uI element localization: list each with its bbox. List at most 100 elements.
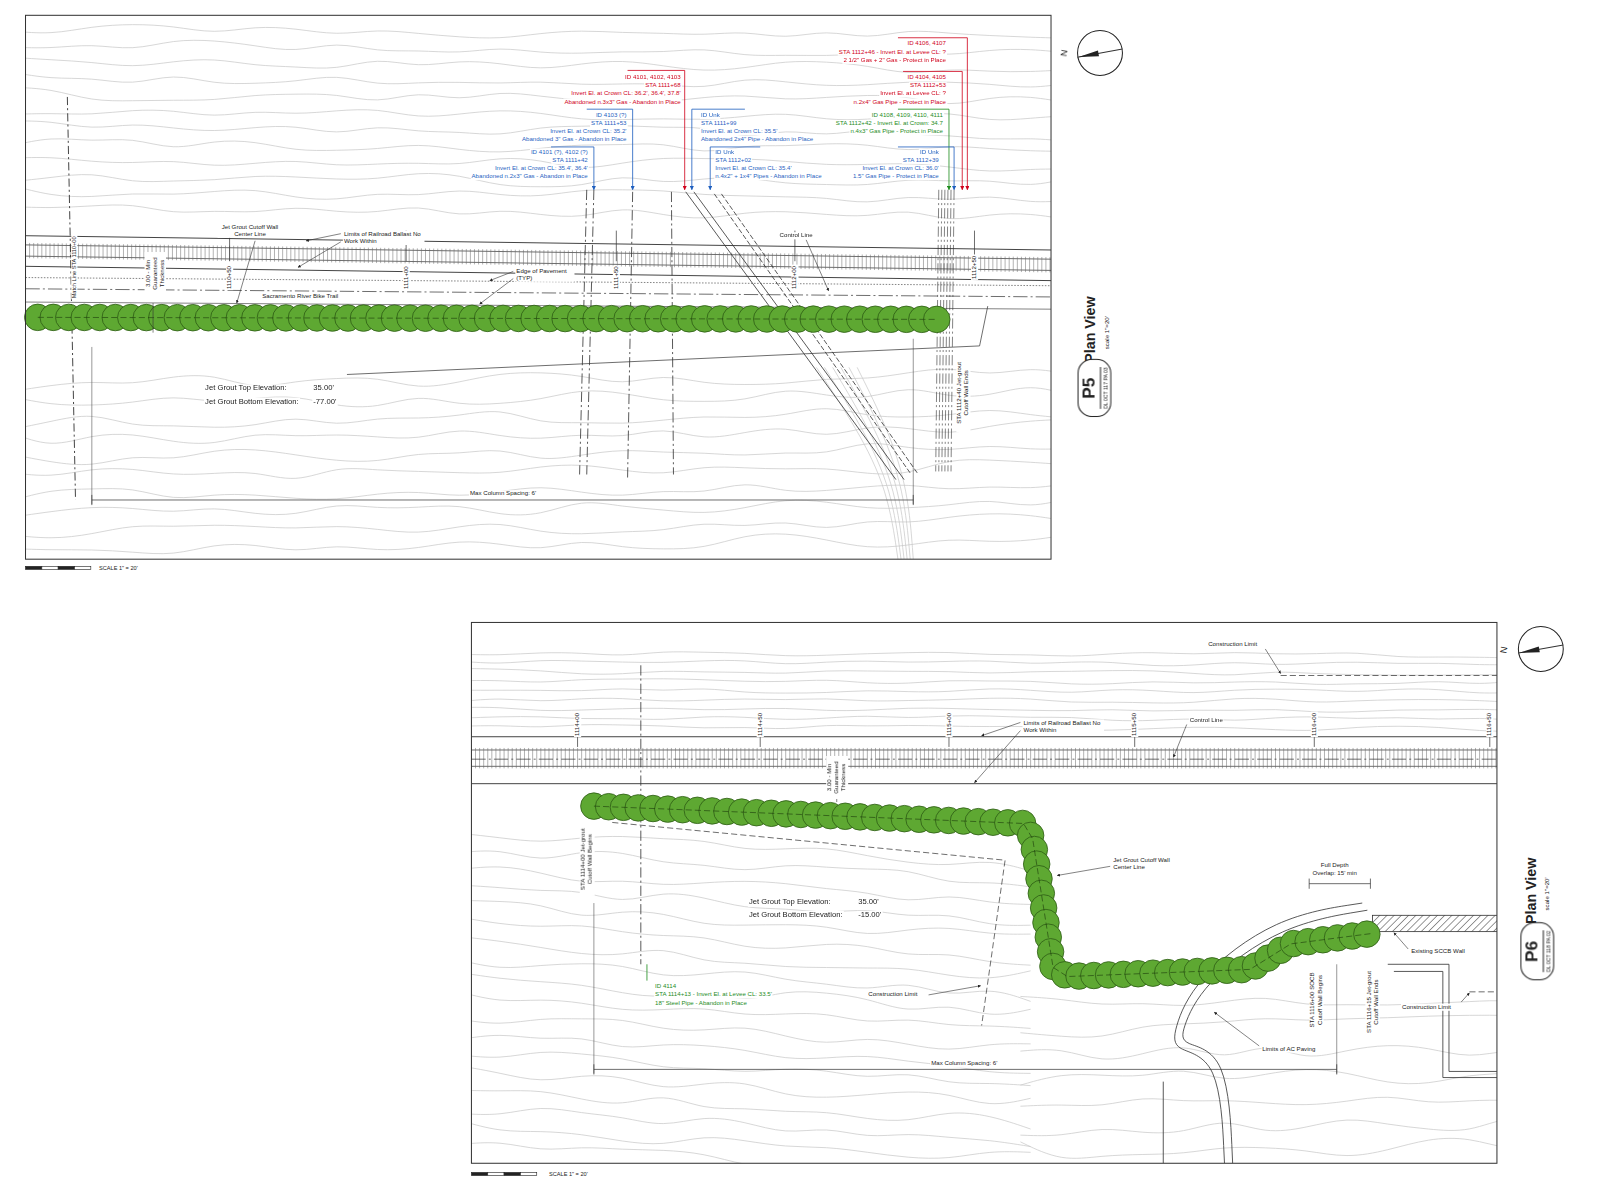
contour-line [1020, 1015, 1497, 1037]
pipe-line [671, 192, 673, 475]
dimension-tick [913, 495, 914, 505]
utility-callout: Abandoned n.2x3" Gas - Abandon in Place [471, 173, 589, 180]
utility-callout: n.4x3" Gas Pipe - Protect in Place [849, 128, 943, 135]
contour-line [26, 419, 1052, 443]
north-arrow-line [1078, 49, 1123, 57]
plan-note: Jet Grout Bottom Elevation: [204, 398, 300, 407]
sheet-frame [471, 622, 1497, 1163]
utility-callout: Invert El. at Levee CL: ? [879, 90, 947, 97]
plan-note: 1114+50 [757, 712, 764, 737]
plan-note: Existing SCCB Wall [1410, 948, 1466, 955]
dimension-line [1309, 883, 1370, 884]
contour-line [471, 1066, 1030, 1104]
utility-callout: ID 4101, 4102, 4103 [624, 74, 682, 81]
sheet-reference: DL 0CT 117 PA 03 [1099, 367, 1107, 409]
pipe-line [714, 194, 911, 475]
plan-note: Limits of Railroad Ballast No Work Withi… [1022, 719, 1104, 733]
pipe-line [721, 194, 918, 475]
dimension-tick [1370, 879, 1371, 889]
utility-callout: ID 4114 [654, 983, 677, 990]
sheet-number: P5 [1080, 367, 1099, 409]
contour-line [471, 833, 1030, 871]
plan-note: Limits of Railroad Ballast No Work Withi… [343, 231, 425, 245]
plan-note: Control Line [779, 232, 814, 239]
pipe-line [694, 192, 904, 480]
contour-line [26, 158, 1052, 172]
utility-callout: ID 4103 (?) [595, 112, 628, 119]
utility-callout: STA 1111+99 [700, 120, 737, 127]
plan-note: Plan View [1082, 295, 1098, 363]
contour-line [471, 972, 1030, 1014]
plan-note: scale 1"=20' [1104, 315, 1111, 350]
north-arrow-head [1519, 646, 1539, 652]
plan-note: Plan View [1522, 857, 1538, 925]
plan-note: Construction Limit [867, 991, 918, 998]
plan-note: -15.00' [857, 911, 882, 920]
scale-bar [520, 1172, 536, 1175]
plan-note: Jet Grout Cutoff Wall Center Line [1112, 857, 1177, 871]
sheet-p6 [459, 622, 1563, 1180]
contour-line [471, 960, 1030, 1001]
extension-line [593, 903, 594, 1073]
contour-line [26, 57, 1052, 72]
north-arrow-head [1079, 51, 1099, 57]
contour-line [471, 1052, 1030, 1085]
plan-note: 1112+50 [971, 255, 978, 280]
extension-line [1336, 964, 1337, 1073]
contour-line [471, 885, 1030, 925]
contour-line [26, 409, 1052, 430]
utility-callout: ID 4104, 4105 [906, 74, 947, 81]
note-leader [806, 240, 828, 291]
plan-note: Jet Grout Bottom Elevation: [748, 911, 844, 920]
utility-callout: ID 4106, 4107 [906, 40, 947, 47]
plan-note: Match Line STA 1110+00 [71, 235, 77, 299]
utility-callout: Invert El. at Crown CL: 35.2' [549, 128, 627, 135]
utility-callout: STA 1112+02 [714, 157, 752, 164]
contour-line [471, 936, 1030, 978]
pipe-line [945, 190, 948, 472]
contour-line [471, 679, 1497, 685]
plan-note: N [1058, 48, 1070, 58]
ballast-limit [26, 236, 1052, 250]
utility-callout: STA 1112+46 - Invert El. at Levee CL: ? [838, 49, 947, 56]
railroad-ties [471, 748, 1495, 768]
contour-line [824, 367, 901, 559]
plan-note: Max Column Spacing: 6' [930, 1060, 998, 1067]
contour-line [26, 40, 1052, 55]
contour-line [471, 707, 1497, 712]
rail [471, 766, 1497, 767]
utility-callout: 2 1/2" Gas + 2" Gas - Protect in Place [842, 57, 947, 64]
pipe-line [628, 192, 633, 480]
wall-center-line [594, 806, 1371, 976]
dimension-line [594, 1069, 1337, 1070]
ac-paving-limit [1175, 903, 1363, 1163]
contour-line [471, 1143, 1030, 1164]
plan-note: 1116+50 [1486, 712, 1493, 737]
ac-paving-limit [1183, 910, 1367, 1163]
sheet-badge: P6DL 0CT 118 PA 02 [1520, 922, 1553, 980]
construction-limit [612, 822, 1005, 1025]
station-tick [616, 231, 617, 262]
ballast-limit [471, 783, 1497, 784]
utility-callout: ID Unk [919, 149, 940, 156]
plan-note: STA 1114+00 Jet-grout Cutoff Wall Begins [580, 822, 594, 895]
scale-bar [471, 1172, 487, 1175]
contour-line [26, 497, 1052, 517]
structure-outline [1394, 971, 1497, 1077]
sheet-reference: DL 0CT 118 PA 02 [1542, 930, 1550, 972]
plan-note: Jet Grout Top Elevation: [748, 898, 832, 907]
utility-callout: STA 1111+53 [590, 120, 628, 127]
plan-note: STA 1116+00 SOCB Cutoff Wall Begins [1309, 966, 1323, 1033]
contour-line [26, 110, 1052, 120]
contour-line [471, 716, 1497, 721]
plan-note: SCALE 1" = 20' [548, 1171, 589, 1177]
jet-grout-column [923, 306, 950, 333]
pipe-line [686, 192, 896, 480]
note-leader [1394, 933, 1408, 949]
contour-line [26, 534, 1052, 554]
plan-note: Max Column Spacing: 6' [469, 490, 537, 497]
scale-bar [26, 566, 42, 569]
utility-callout: n.4x2" + 1x4" Pipes - Abandon in Place [714, 173, 822, 180]
plan-note: scale 1"=20' [1543, 876, 1550, 911]
plan-note: 1110+50 [226, 265, 233, 290]
